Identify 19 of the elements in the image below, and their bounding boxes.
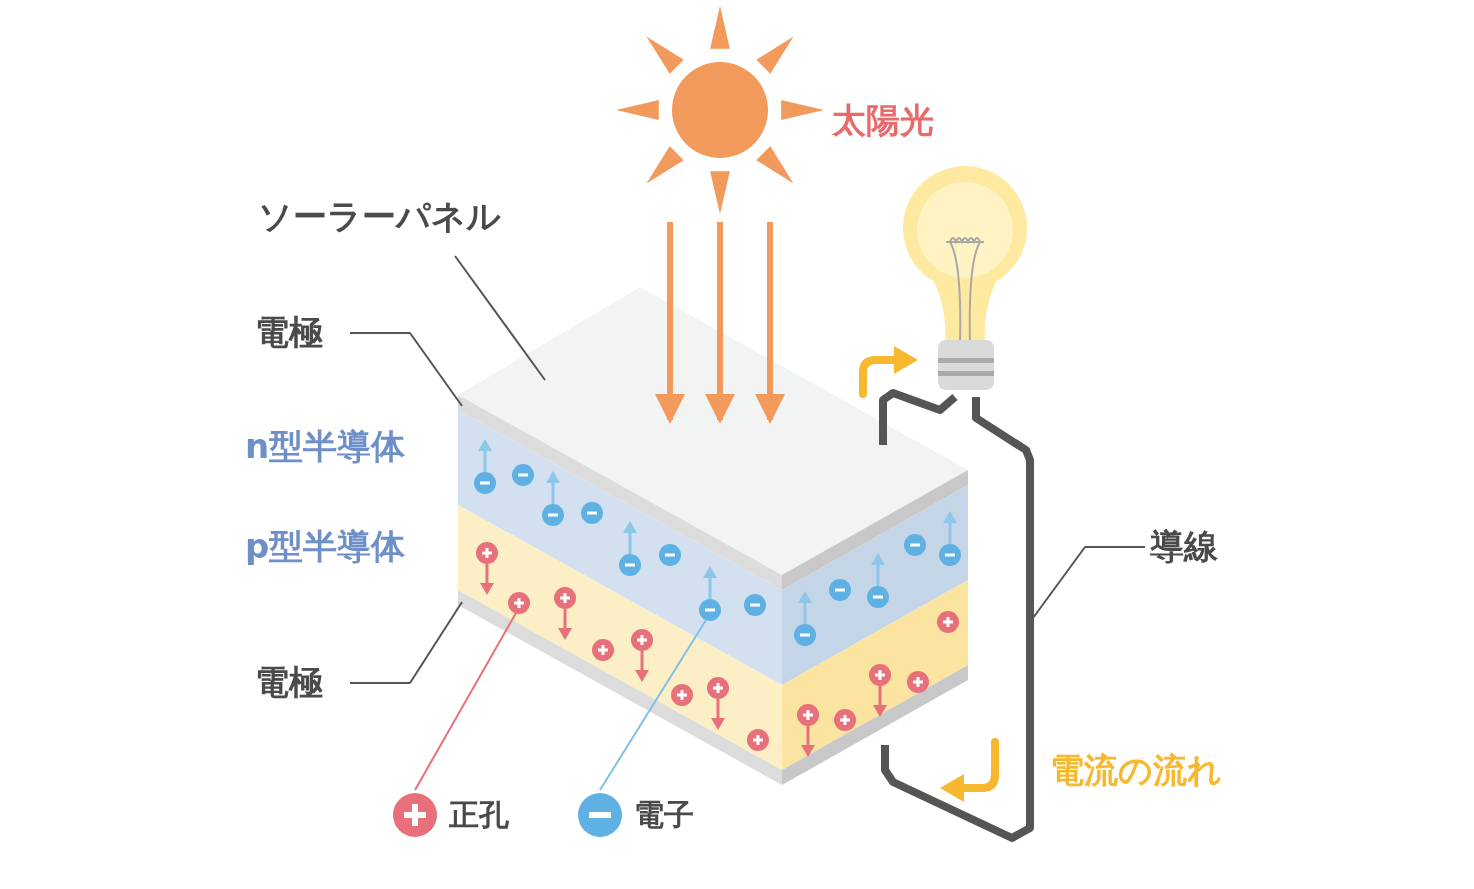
leader-line xyxy=(1032,546,1146,619)
part-label: 電極 xyxy=(255,662,323,702)
layer-label: p型半導体 xyxy=(245,526,406,566)
light-arrow xyxy=(655,222,685,424)
layer-label: n型半導体 xyxy=(245,426,406,466)
leader-line xyxy=(599,619,707,791)
part-label: 導線 xyxy=(1150,526,1218,566)
part-label: ソーラーパネル xyxy=(258,196,501,236)
leader-line xyxy=(454,255,546,381)
light-arrow xyxy=(705,222,735,424)
current-label: 電流の流れ xyxy=(1050,750,1222,790)
sunlight-label: 太陽光 xyxy=(832,100,934,140)
leader-line xyxy=(414,612,517,791)
legend-text: 電子 xyxy=(634,796,694,834)
legend-text: 正孔 xyxy=(449,796,509,834)
leader-line xyxy=(349,601,463,684)
leader-line xyxy=(349,332,463,407)
part-label: 電極 xyxy=(255,312,323,352)
light-arrow xyxy=(755,222,785,424)
